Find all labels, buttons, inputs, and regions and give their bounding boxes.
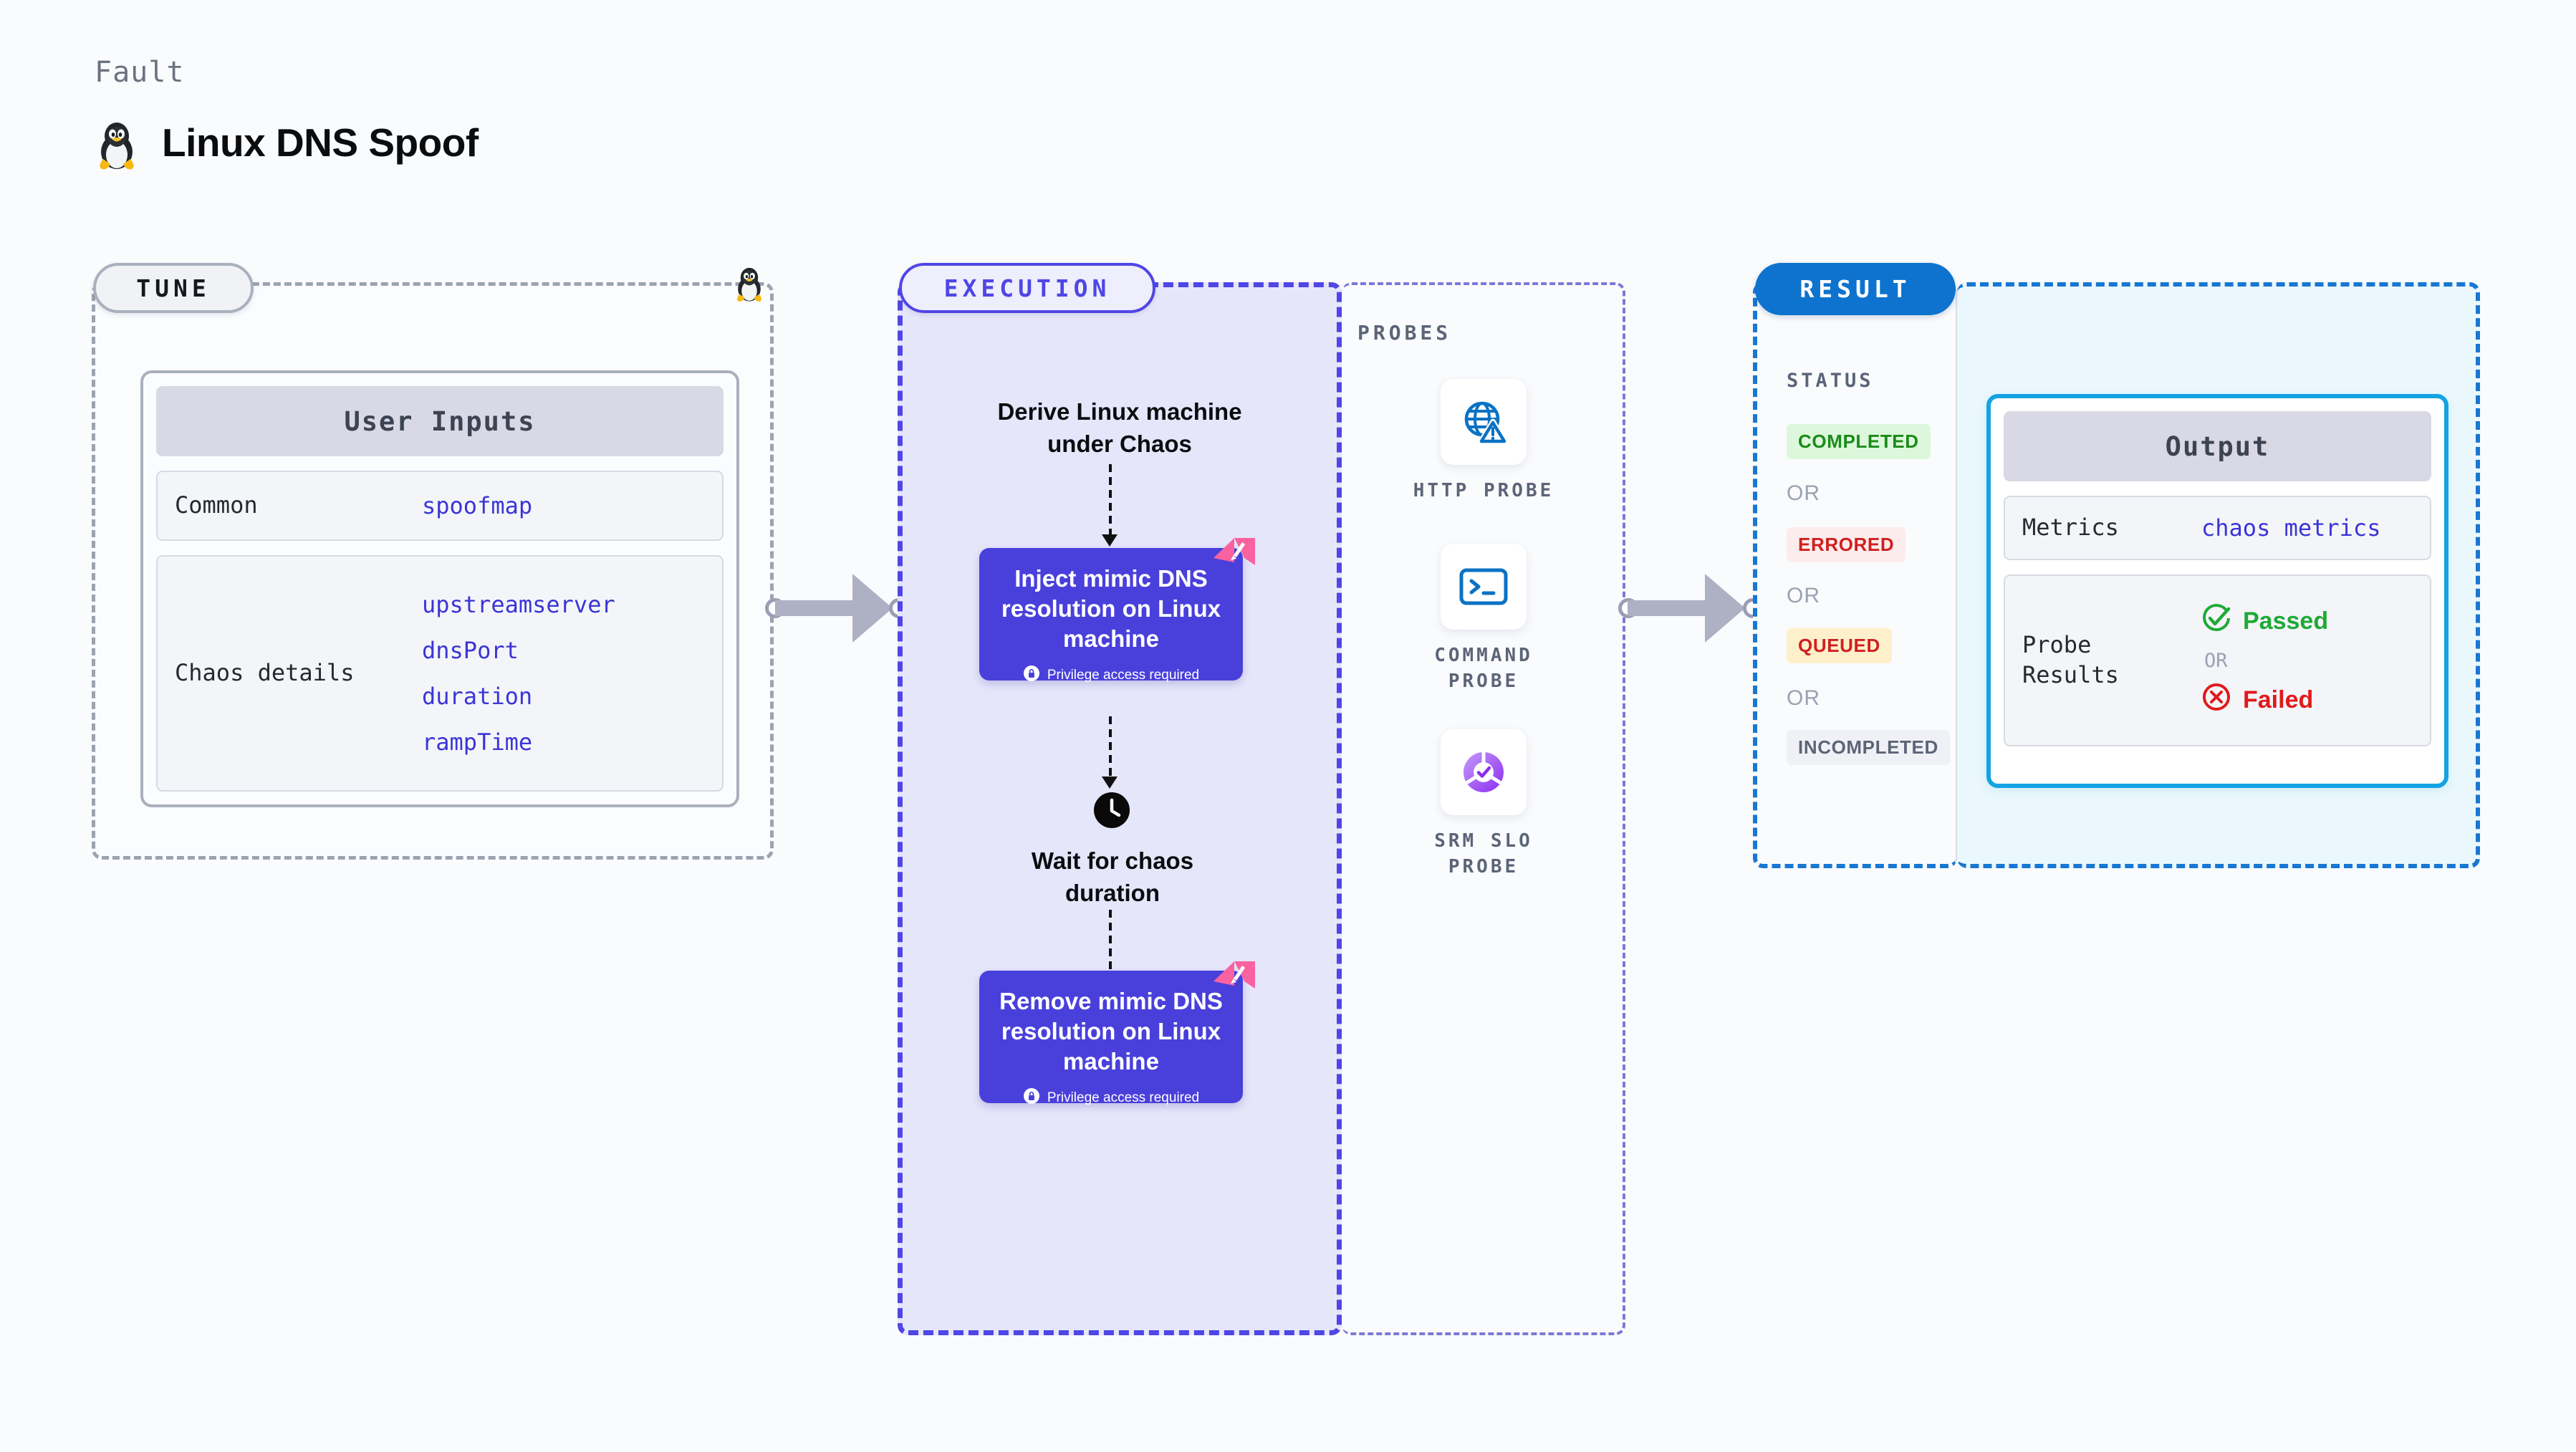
terminal-icon <box>1441 544 1527 630</box>
output-card-title: Output <box>2004 411 2431 481</box>
remove-privilege-note: Privilege access required <box>992 1087 1230 1109</box>
flow-arrow-head <box>1102 534 1118 547</box>
probes-section-label: PROBES <box>1357 321 1452 345</box>
execution-section-pill[interactable]: EXECUTION <box>899 263 1155 313</box>
probe-label: HTTP PROBE <box>1413 480 1554 501</box>
x-circle-icon <box>2201 682 2231 718</box>
tune-value: rampTime <box>422 729 533 756</box>
derive-step-label: Derive Linux machine under Chaos <box>997 398 1242 457</box>
clock-icon <box>1093 792 1130 832</box>
tune-row-values: spoofmap <box>422 483 532 529</box>
tune-value: dnsPort <box>422 637 519 664</box>
output-row-probe-results: Probe Results Passed OR <box>2004 574 2431 746</box>
user-inputs-card: User Inputs Common spoofmap Chaos detail… <box>140 370 739 807</box>
user-inputs-title: User Inputs <box>156 386 724 456</box>
status-badge-completed: COMPLETED <box>1787 424 1931 459</box>
probe-label: SRM SLO PROBE <box>1434 830 1533 878</box>
output-row-metrics: Metrics chaos metrics <box>2004 496 2431 560</box>
chaos-logo-icon <box>1212 537 1256 578</box>
connector-probes-to-result <box>1628 600 1714 616</box>
tune-row-values: upstreamserver dnsPort duration rampTime <box>422 582 615 765</box>
output-row-label: Metrics <box>2022 514 2119 542</box>
status-badge-queued: QUEUED <box>1787 628 1892 663</box>
output-metrics-value: chaos metrics <box>2201 514 2381 542</box>
remove-action-node[interactable]: Remove mimic DNS resolution on Linux mac… <box>979 971 1243 1105</box>
tune-row-label: Chaos details <box>175 659 355 687</box>
status-badge-errored: ERRORED <box>1787 527 1906 562</box>
tune-row-common: Common spoofmap <box>156 471 724 541</box>
or-separator: OR <box>1787 481 1820 505</box>
tux-penguin-icon <box>732 262 766 306</box>
tune-row-chaos-details: Chaos details upstreamserver dnsPort dur… <box>156 555 724 792</box>
probe-result-passed: Passed <box>2201 603 2328 640</box>
tux-penguin-icon <box>93 115 140 170</box>
remove-action-title: Remove mimic DNS resolution on Linux mac… <box>999 988 1223 1075</box>
wait-step-label: Wait for chaos duration <box>1031 847 1194 906</box>
or-separator: OR <box>1787 584 1820 607</box>
or-separator: OR <box>1787 686 1820 710</box>
failed-label: Failed <box>2243 686 2314 713</box>
probe-item-command[interactable]: COMMAND PROBE <box>1398 544 1570 695</box>
passed-label: Passed <box>2243 607 2329 635</box>
connector-arrowhead <box>1705 574 1745 643</box>
globe-warning-icon <box>1441 379 1527 465</box>
tune-value: duration <box>422 683 533 710</box>
slo-donut-check-icon <box>1441 729 1527 815</box>
flow-arrow-line <box>1109 464 1112 534</box>
lock-icon <box>1023 665 1040 686</box>
inject-privilege-text: Privilege access required <box>1047 667 1200 683</box>
fault-eyebrow-label: Fault <box>95 56 185 89</box>
chaos-logo-icon <box>1212 960 1256 1001</box>
lock-icon <box>1023 1087 1040 1109</box>
inject-privilege-note: Privilege access required <box>992 665 1230 686</box>
inject-action-node[interactable]: Inject mimic DNS resolution on Linux mac… <box>979 548 1243 683</box>
flow-arrow-head <box>1102 777 1118 789</box>
remove-privilege-text: Privilege access required <box>1047 1090 1200 1105</box>
result-status-panel <box>1753 282 1957 868</box>
check-circle-icon <box>2201 603 2231 640</box>
connector-tune-to-execution <box>775 600 861 616</box>
result-section-pill[interactable]: RESULT <box>1755 263 1956 315</box>
probe-result-values: Passed OR Failed <box>2201 603 2328 718</box>
probe-result-failed: Failed <box>2201 682 2328 718</box>
status-badge-incompleted: INCOMPLETED <box>1787 730 1950 765</box>
flow-arrow-line <box>1109 716 1112 777</box>
or-separator: OR <box>2204 649 2228 672</box>
page-title: Linux DNS Spoof <box>162 120 479 165</box>
tune-value: spoofmap <box>422 492 533 519</box>
output-card: Output Metrics chaos metrics Probe Resul… <box>1986 394 2448 788</box>
page-title-row: Linux DNS Spoof <box>93 115 479 170</box>
output-row-label: Probe Results <box>2022 631 2119 688</box>
probe-item-http[interactable]: HTTP PROBE <box>1398 379 1570 504</box>
status-column-label: STATUS <box>1787 370 1874 392</box>
tune-row-label: Common <box>175 491 258 519</box>
connector-arrowhead <box>852 574 893 643</box>
tune-value: upstreamserver <box>422 591 615 618</box>
probe-item-srm-slo[interactable]: SRM SLO PROBE <box>1398 729 1570 880</box>
tune-section-pill[interactable]: TUNE <box>93 263 254 313</box>
inject-action-title: Inject mimic DNS resolution on Linux mac… <box>1001 565 1221 653</box>
flow-arrow-line <box>1109 910 1112 973</box>
probe-label: COMMAND PROBE <box>1434 645 1533 693</box>
